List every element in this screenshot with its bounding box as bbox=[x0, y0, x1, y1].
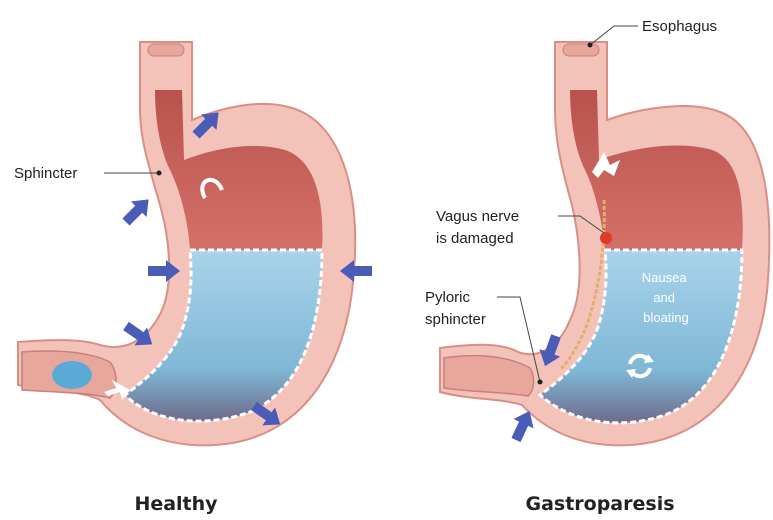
esophagus-pointer-dot bbox=[588, 43, 593, 48]
healthy-stomach: Sphincter Healthy bbox=[14, 42, 372, 515]
symptom-line-2: and bbox=[653, 290, 675, 305]
contraction-arrow-icon bbox=[118, 192, 156, 230]
pyloric-line-2: sphincter bbox=[425, 311, 486, 328]
symptom-line-1: Nausea bbox=[642, 270, 688, 285]
sphincter-label: Sphincter bbox=[14, 165, 77, 182]
esophagus-label: Esophagus bbox=[642, 18, 717, 35]
pyloric-sphincter-label: Pyloric sphincter bbox=[425, 289, 486, 328]
vagus-line-1: Vagus nerve bbox=[436, 208, 519, 225]
vagus-nerve-damage-dot bbox=[600, 232, 612, 244]
healthy-esophagus-opening bbox=[148, 44, 184, 56]
healthy-food-bolus bbox=[52, 361, 92, 389]
gastroparesis-esophagus-opening bbox=[563, 44, 599, 56]
pyloric-pointer-dot bbox=[538, 380, 543, 385]
healthy-caption: Healthy bbox=[134, 493, 218, 515]
sphincter-pointer-dot bbox=[157, 171, 162, 176]
symptom-line-3: bloating bbox=[643, 310, 689, 325]
gastroparesis-caption: Gastroparesis bbox=[525, 493, 674, 515]
pyloric-line-1: Pyloric bbox=[425, 289, 471, 306]
vagus-line-2: is damaged bbox=[436, 230, 514, 247]
vagus-nerve-label: Vagus nerve is damaged bbox=[436, 208, 523, 247]
gastroparesis-stomach: Nausea and bloating Esophagus Vagus nerv… bbox=[425, 18, 769, 515]
